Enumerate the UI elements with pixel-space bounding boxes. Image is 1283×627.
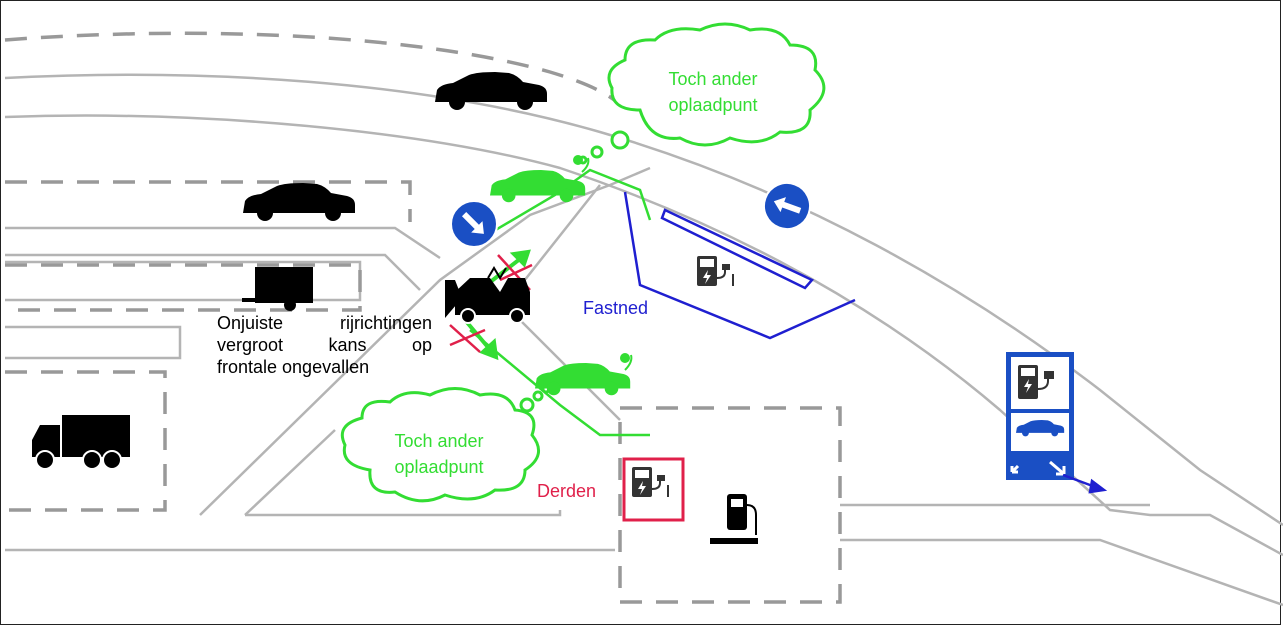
cloud-top-line1: Toch ander [668, 69, 758, 89]
road-ramp-left [199, 166, 651, 516]
cloud-bottom [340, 384, 551, 503]
fastned-label: Fastned [583, 298, 649, 318]
fastned-outline [623, 191, 856, 340]
road-slip-2 [5, 253, 421, 291]
green-route-bottom [469, 329, 650, 437]
dashed-top-lane [4, 31, 622, 107]
direction-sign-icon [440, 190, 508, 258]
road-main-top [4, 73, 1283, 527]
road-parking-lane [5, 325, 182, 360]
green-route-top [469, 168, 652, 247]
cloud-top [578, 22, 826, 165]
cloud-bottom-text: Toch ander oplaadpunt [359, 428, 519, 480]
green-car-icon [490, 170, 586, 203]
cloud-top-text: Toch ander oplaadpunt [633, 66, 793, 118]
trailer-icon [242, 267, 313, 311]
car-icon [243, 183, 355, 221]
dashed-parking-mid [5, 263, 362, 312]
charger-icon [696, 255, 734, 287]
ev-charging-sign-icon [1006, 352, 1074, 480]
dashed-parking-top [5, 180, 412, 222]
cloud-bottom-line1: Toch ander [394, 431, 484, 451]
dashed-truck-area [5, 370, 167, 512]
car-icon [435, 72, 547, 110]
crashed-cars-icon [445, 266, 530, 324]
truck-icon [32, 415, 130, 470]
cloud-bottom-line2: oplaadpunt [394, 457, 484, 477]
direction-sign-icon [756, 175, 818, 237]
derden-label: Derden [537, 481, 597, 501]
warning-line1: Onjuiste rijrichtingen [217, 313, 432, 333]
warning-text: Onjuiste rijrichtingen vergroot kans op … [217, 312, 432, 378]
road-ramp-inner [244, 429, 336, 516]
fastned-island [660, 208, 815, 290]
road-slip-1 [5, 226, 441, 260]
warning-line3: frontale ongevallen [217, 357, 370, 377]
fuel-pump-icon [710, 494, 758, 544]
dashed-fuel-station [618, 406, 842, 604]
warning-line2: vergroot kans op [217, 335, 432, 355]
road-main-lower [4, 114, 1283, 557]
road-exit-bottom [840, 538, 1283, 607]
green-car-icon [535, 363, 631, 396]
road-inner-base [245, 510, 562, 517]
cloud-top-line2: oplaadpunt [668, 95, 758, 115]
